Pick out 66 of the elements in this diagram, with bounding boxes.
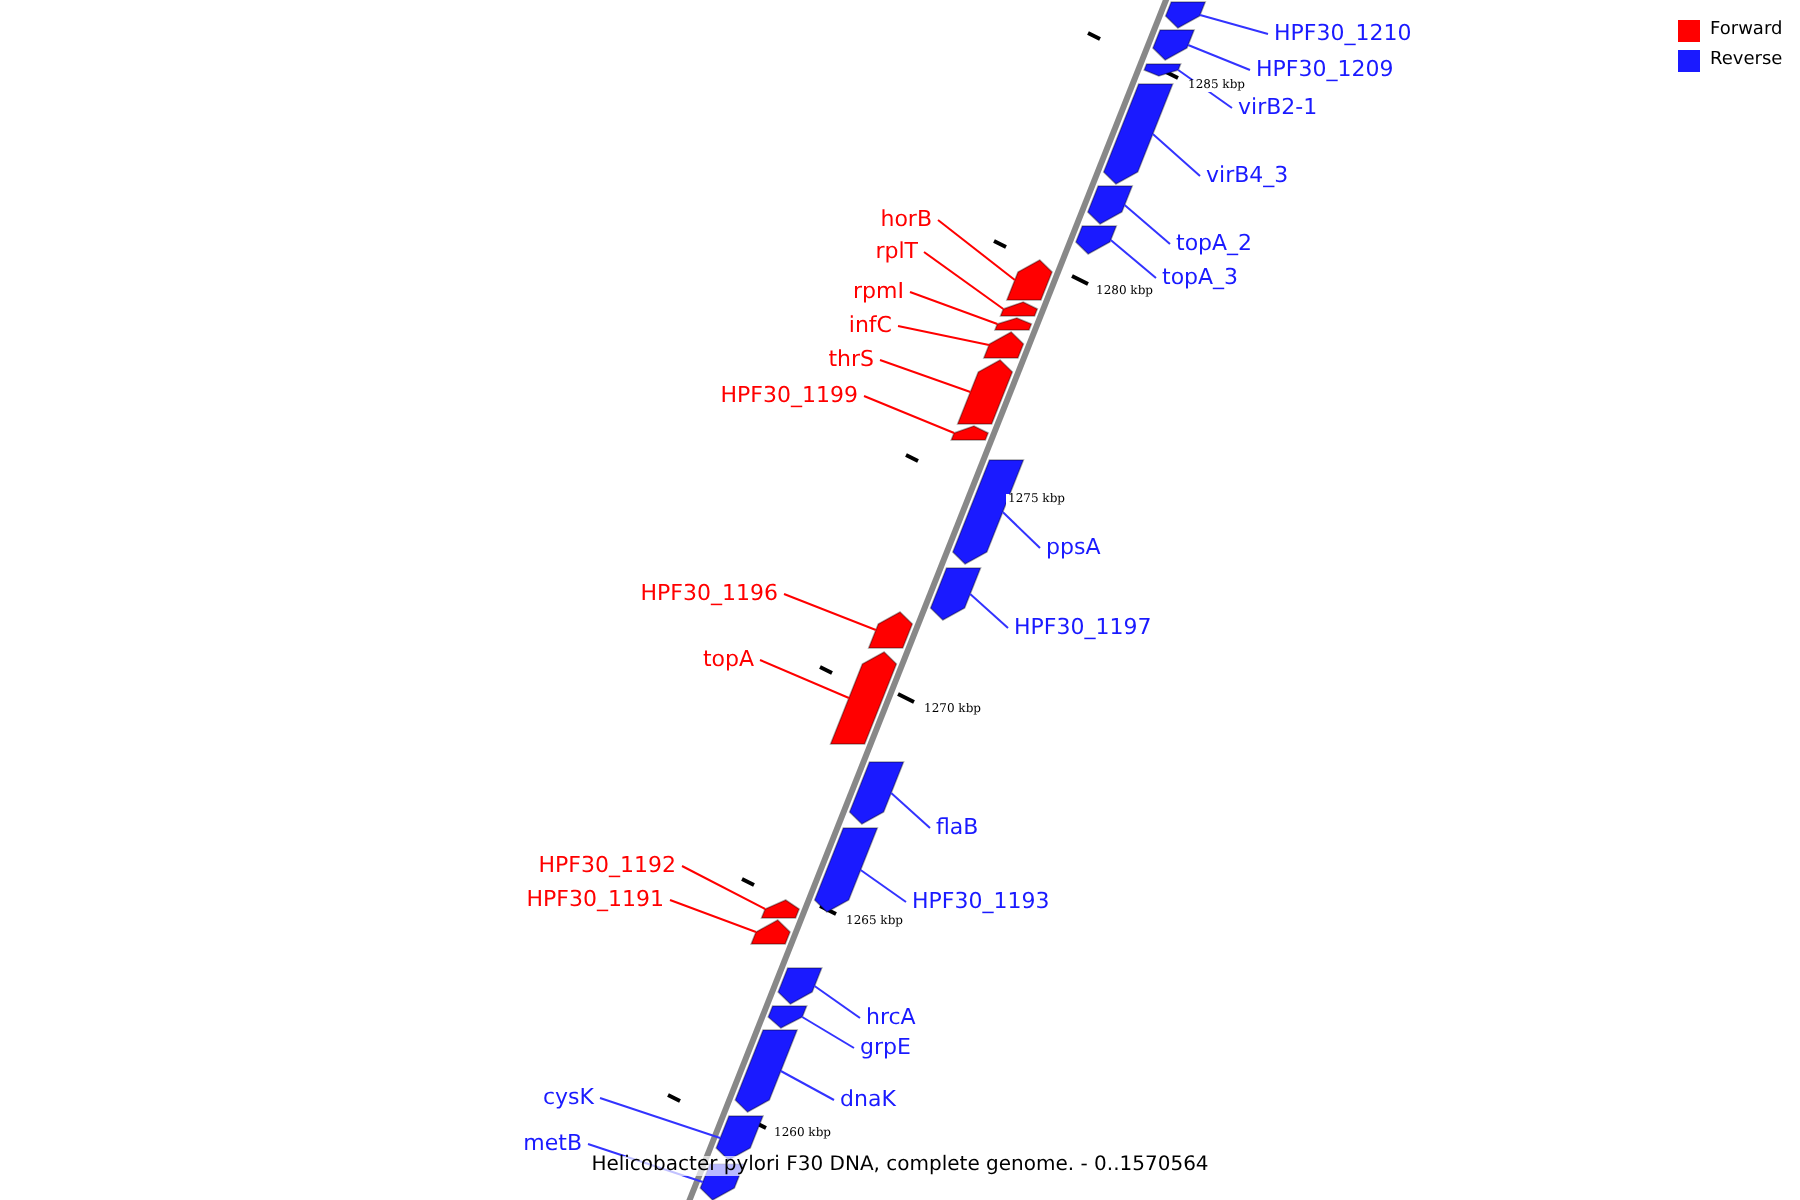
gene-block bbox=[777, 967, 823, 1005]
gene-label: dnaK bbox=[840, 1088, 896, 1110]
leader-line bbox=[599, 1097, 722, 1139]
gene-block bbox=[1164, 1, 1207, 29]
leader-line bbox=[969, 593, 1009, 629]
leader-line bbox=[890, 792, 931, 829]
gene-block bbox=[1143, 63, 1182, 77]
gene-block bbox=[1086, 185, 1134, 225]
caption: Helicobacter pylori F30 DNA, complete genome. - 0..1570564 bbox=[591, 1156, 1209, 1176]
gene-label: HPF30_1210 bbox=[1274, 22, 1412, 44]
gene-label: metB bbox=[523, 1132, 582, 1154]
gene-block bbox=[848, 761, 905, 825]
gene-label: HPF30_1209 bbox=[1256, 58, 1394, 80]
legend-label: Reverse bbox=[1710, 52, 1783, 70]
gene-block bbox=[813, 827, 879, 913]
gene-block bbox=[1102, 83, 1174, 185]
leader-line bbox=[1199, 14, 1269, 35]
leader-line bbox=[1151, 133, 1201, 177]
gene-label: ppsA bbox=[1046, 536, 1101, 558]
gene-label: horB bbox=[880, 208, 932, 230]
leader-line bbox=[923, 251, 1005, 310]
leader-line bbox=[1123, 204, 1171, 245]
leader-line bbox=[1109, 239, 1157, 279]
gene-label: topA bbox=[702, 648, 754, 670]
gene-label: cysK bbox=[542, 1086, 594, 1108]
gene-label: rpmI bbox=[853, 280, 904, 302]
gene-label: infC bbox=[848, 314, 892, 336]
gene-block bbox=[929, 567, 982, 621]
gene-label: grpE bbox=[860, 1036, 911, 1058]
leader-line bbox=[669, 899, 757, 933]
gene-block bbox=[734, 1029, 799, 1113]
leader-line bbox=[909, 291, 999, 325]
gene-label: thrS bbox=[828, 348, 874, 370]
gene-label: topA_2 bbox=[1176, 232, 1253, 254]
gene-label: HPF30_1197 bbox=[1014, 616, 1152, 638]
leader-line bbox=[681, 865, 767, 910]
leader-line bbox=[813, 985, 861, 1019]
gene-block bbox=[750, 919, 791, 945]
gene-label: HPF30_1191 bbox=[526, 888, 664, 910]
gene-block bbox=[1075, 225, 1118, 255]
gene-label: HPF30_1193 bbox=[912, 890, 1050, 912]
leader-line bbox=[859, 869, 907, 903]
gene-label: topA_3 bbox=[1162, 266, 1239, 288]
gene-block bbox=[867, 611, 914, 649]
leader-line bbox=[801, 1016, 855, 1049]
gene-label: virB4_3 bbox=[1206, 164, 1289, 186]
gene-label: HPF30_1199 bbox=[720, 384, 858, 406]
leader-line bbox=[1187, 44, 1251, 71]
leader-line bbox=[879, 359, 972, 393]
gene-label: flaB bbox=[936, 816, 979, 838]
gene-label: rplT bbox=[875, 240, 918, 262]
leader-line bbox=[897, 325, 991, 346]
gene-block bbox=[767, 1005, 808, 1029]
leader-line bbox=[1001, 511, 1041, 549]
leader-line bbox=[759, 659, 850, 699]
leader-line bbox=[863, 395, 956, 434]
gene-label: HPF30_1196 bbox=[640, 582, 778, 604]
gene-label: virB2-1 bbox=[1238, 96, 1318, 118]
gene-block bbox=[829, 651, 898, 745]
leader-line bbox=[937, 219, 1016, 281]
leader-line bbox=[779, 1070, 835, 1101]
leader-line bbox=[783, 593, 877, 631]
gene-label: hrcA bbox=[866, 1006, 916, 1028]
gene-block bbox=[760, 899, 801, 919]
gene-label: HPF30_1192 bbox=[538, 854, 676, 876]
legend-label: Forward bbox=[1710, 22, 1783, 40]
